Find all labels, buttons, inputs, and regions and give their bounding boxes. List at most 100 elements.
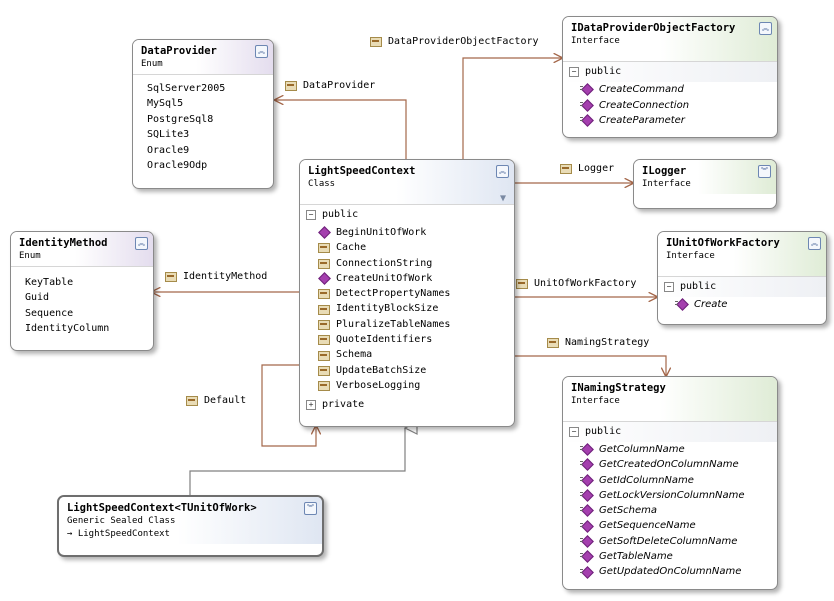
- association-data-provider-object-factory-line[interactable]: [462, 58, 562, 159]
- naming-strategy-interface[interactable]: INamingStrategy Interface − public GetCo…: [562, 376, 778, 590]
- identity-method-title: IdentityMethod: [19, 237, 108, 249]
- lightspeed-context-kind: Class: [308, 179, 336, 189]
- member-list: BeginUnitOfWork Cache ConnectionString C…: [300, 225, 514, 393]
- method-icon: [580, 475, 593, 486]
- association-unit-of-work-factory-label: UnitOfWorkFactory: [516, 278, 636, 289]
- enum-value: SQLite3: [147, 129, 190, 141]
- method-icon: [318, 273, 330, 284]
- chevron-up-icon[interactable]: ︽: [135, 237, 148, 250]
- logger-title: ILogger: [642, 165, 687, 177]
- member-item[interactable]: Cache: [300, 240, 514, 255]
- method-icon: [580, 490, 593, 501]
- chevron-up-icon[interactable]: ︽: [496, 165, 509, 178]
- public-section-toggle[interactable]: − public: [563, 62, 777, 82]
- property-icon: [165, 271, 177, 282]
- public-section-toggle[interactable]: − public: [658, 277, 826, 297]
- generic-context-title: LightSpeedContext<TUnitOfWork>: [67, 502, 257, 514]
- member-item[interactable]: VerboseLogging: [300, 378, 514, 393]
- method-item[interactable]: CreateCommand: [563, 82, 777, 98]
- association-data-provider-line[interactable]: [275, 100, 407, 159]
- collapse-section-icon[interactable]: −: [569, 67, 579, 77]
- chevron-up-icon[interactable]: ︽: [759, 22, 772, 35]
- chevron-down-icon[interactable]: ︾: [304, 502, 317, 515]
- method-icon: [580, 567, 593, 578]
- unit-of-work-factory-title: IUnitOfWorkFactory: [666, 237, 780, 249]
- data-provider-object-factory-header: IDataProviderObjectFactory Interface ︽: [563, 17, 777, 61]
- data-provider-values: SqlServer2005 MySql5 PostgreSql8 SQLite3…: [133, 74, 273, 177]
- generic-context-header: LightSpeedContext<TUnitOfWork> Generic S…: [59, 497, 322, 544]
- method-item[interactable]: GetSchema: [563, 503, 777, 518]
- generic-context-class[interactable]: LightSpeedContext<TUnitOfWork> Generic S…: [57, 495, 324, 557]
- property-icon: [560, 163, 572, 174]
- method-item[interactable]: Create: [658, 297, 826, 313]
- property-icon: [318, 350, 330, 361]
- chevron-up-icon[interactable]: ︽: [808, 237, 821, 250]
- filter-icon[interactable]: ▼: [499, 193, 506, 204]
- lightspeed-context-class[interactable]: LightSpeedContext Class ︽ ▼ − public Beg…: [299, 159, 515, 427]
- method-item[interactable]: GetColumnName: [563, 442, 777, 457]
- inheritance-line[interactable]: [189, 428, 405, 496]
- member-item[interactable]: PluralizeTableNames: [300, 317, 514, 332]
- logger-interface[interactable]: ILogger Interface ︾: [633, 159, 777, 209]
- member-item[interactable]: Schema: [300, 347, 514, 362]
- method-item[interactable]: CreateConnection: [563, 98, 777, 114]
- property-icon: [370, 36, 382, 47]
- method-item[interactable]: GetCreatedOnColumnName: [563, 457, 777, 472]
- lightspeed-context-header: LightSpeedContext Class ︽ ▼: [300, 160, 514, 204]
- logger-kind: Interface: [642, 179, 691, 189]
- enum-value: SqlServer2005: [147, 83, 226, 94]
- unit-of-work-factory-body: − public Create: [658, 276, 826, 313]
- method-list: CreateCommand CreateConnection CreatePar…: [563, 82, 777, 129]
- data-provider-object-factory-title: IDataProviderObjectFactory: [571, 22, 736, 34]
- lightspeed-context-title: LightSpeedContext: [308, 165, 416, 177]
- identity-method-enum[interactable]: IdentityMethod Enum ︽ KeyTable Guid Sequ…: [10, 231, 154, 351]
- member-item[interactable]: ConnectionString: [300, 256, 514, 271]
- identity-method-kind: Enum: [19, 251, 41, 261]
- method-icon: [580, 505, 593, 516]
- property-icon: [516, 278, 528, 289]
- method-item[interactable]: CreateParameter: [563, 113, 777, 129]
- property-icon: [318, 380, 330, 392]
- naming-strategy-body: − public GetColumnName GetCreatedOnColum…: [563, 421, 777, 580]
- member-item[interactable]: BeginUnitOfWork: [300, 225, 514, 240]
- property-icon: [285, 80, 297, 91]
- data-provider-title: DataProvider: [141, 45, 217, 57]
- member-item[interactable]: DetectPropertyNames: [300, 286, 514, 301]
- method-item[interactable]: GetUpdatedOnColumnName: [563, 564, 777, 579]
- public-section-toggle[interactable]: − public: [563, 422, 777, 442]
- member-item[interactable]: CreateUnitOfWork: [300, 271, 514, 286]
- inherits-arrow-icon: →: [67, 529, 73, 539]
- chevron-down-icon[interactable]: ︾: [758, 165, 771, 178]
- association-default-line[interactable]: [261, 364, 316, 447]
- enum-value: PostgreSql8: [147, 113, 214, 125]
- method-icon: [580, 459, 593, 470]
- member-item[interactable]: IdentityBlockSize: [300, 301, 514, 316]
- naming-strategy-header: INamingStrategy Interface: [563, 377, 777, 421]
- method-item[interactable]: GetIdColumnName: [563, 473, 777, 488]
- association-naming-strategy-line[interactable]: [514, 355, 666, 376]
- public-section-toggle[interactable]: − public: [300, 205, 514, 225]
- method-list: GetColumnName GetCreatedOnColumnName Get…: [563, 442, 777, 580]
- expand-section-icon[interactable]: +: [306, 400, 316, 411]
- private-section-toggle[interactable]: + private: [300, 395, 514, 415]
- generic-context-kind: Generic Sealed Class: [67, 516, 176, 526]
- collapse-section-icon[interactable]: −: [569, 427, 579, 437]
- naming-strategy-title: INamingStrategy: [571, 382, 666, 394]
- property-icon: [186, 395, 198, 406]
- unit-of-work-factory-interface[interactable]: IUnitOfWorkFactory Interface ︽ − public …: [657, 231, 827, 325]
- property-icon: [318, 319, 330, 330]
- association-naming-strategy-label: NamingStrategy: [547, 337, 649, 348]
- member-item[interactable]: QuoteIdentifiers: [300, 332, 514, 347]
- method-item[interactable]: GetSoftDeleteColumnName: [563, 534, 777, 549]
- collapse-section-icon[interactable]: −: [664, 282, 674, 292]
- member-item[interactable]: UpdateBatchSize: [300, 363, 514, 378]
- identity-method-values: KeyTable Guid Sequence IdentityColumn: [11, 266, 153, 341]
- method-item[interactable]: GetSequenceName: [563, 518, 777, 533]
- collapse-section-icon[interactable]: −: [306, 210, 316, 220]
- method-item[interactable]: GetLockVersionColumnName: [563, 488, 777, 503]
- data-provider-object-factory-interface[interactable]: IDataProviderObjectFactory Interface ︽ −…: [562, 16, 778, 138]
- data-provider-enum[interactable]: DataProvider Enum ︽ SqlServer2005 MySql5…: [132, 39, 274, 189]
- chevron-up-icon[interactable]: ︽: [255, 45, 268, 58]
- method-item[interactable]: GetTableName: [563, 549, 777, 564]
